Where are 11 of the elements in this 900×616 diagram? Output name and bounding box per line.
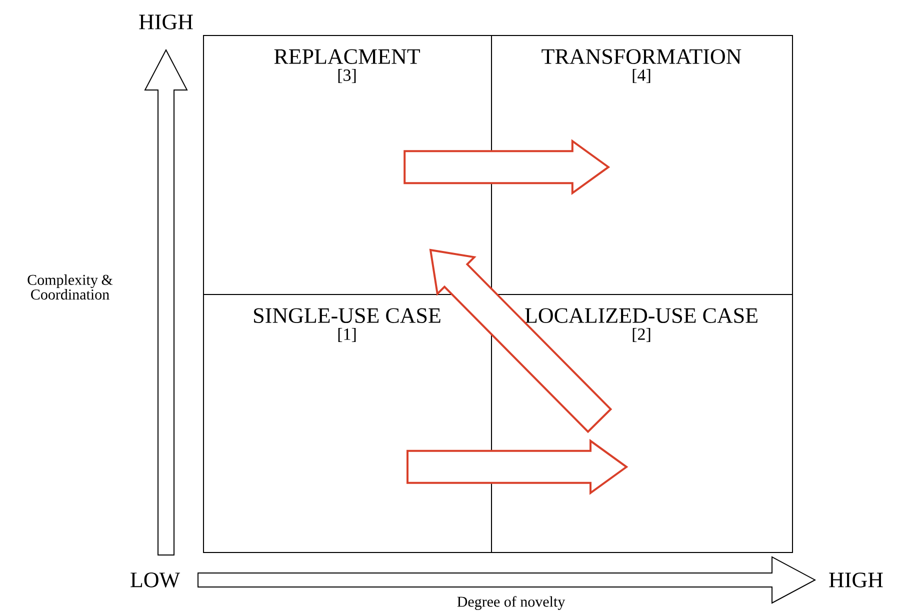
quadrant-box: SINGLE-USE CASE [1] (203, 294, 492, 553)
quadrant-box: LOCALIZED-USE CASE [2] (491, 294, 793, 553)
axis-label: HIGH (829, 572, 883, 588)
axis-label: LOW (130, 572, 180, 588)
axis-label: Complexity & Coordination (28, 274, 113, 300)
axis-label: Degree of novelty (457, 596, 566, 610)
block-arrow (406, 438, 628, 495)
block-arrow (404, 139, 610, 196)
axis-label: HIGH (139, 14, 193, 30)
quadrant-box: REPLACMENT [3] (203, 35, 492, 295)
quadrant-box: TRANSFORMATION [4] (491, 35, 793, 295)
